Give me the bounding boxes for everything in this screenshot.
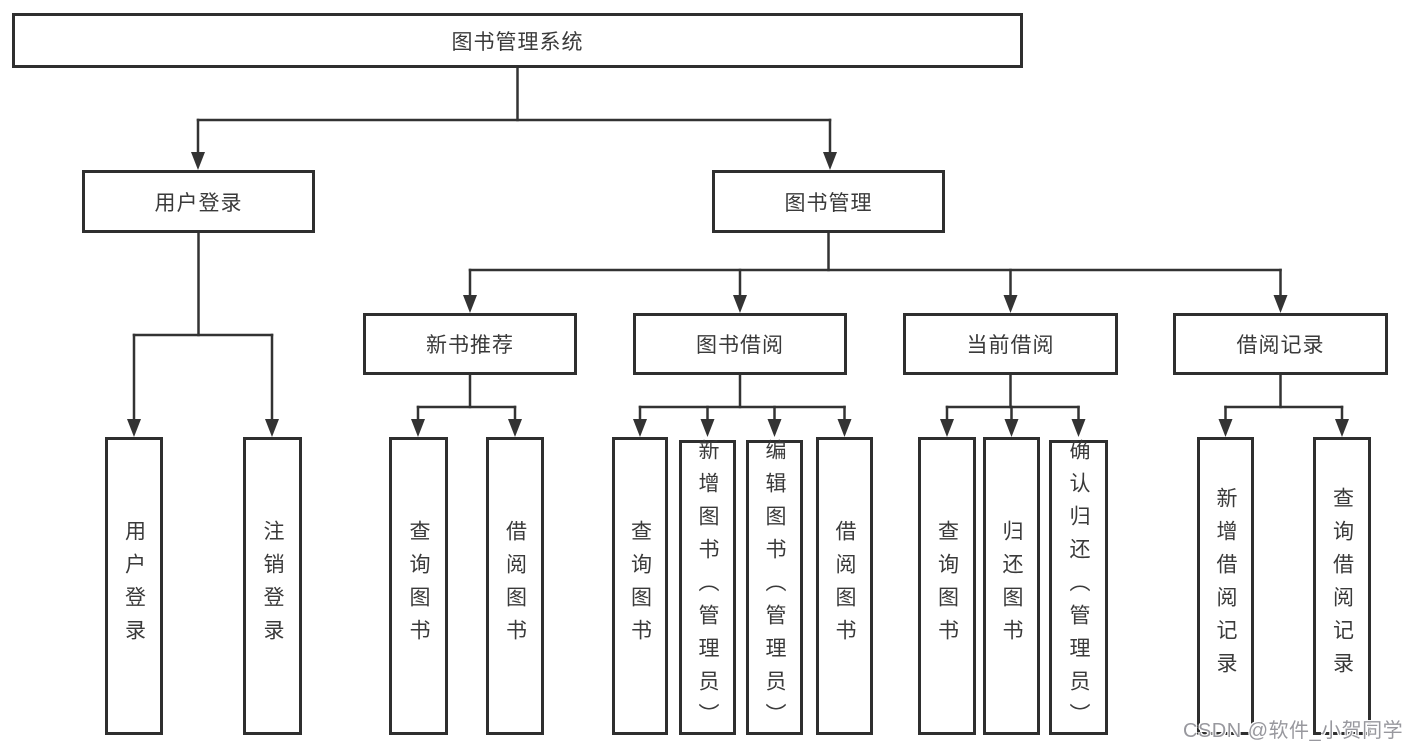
node-borrowing-records: 借阅记录 [1173, 313, 1388, 375]
leaf-query-books-recommend: 查询图书 [389, 437, 448, 735]
leaf-add-borrowing-record: 新增借阅记录 [1197, 437, 1254, 735]
leaf-add-books-admin: 新增图书（管理员） [679, 439, 736, 736]
leaf-return-books: 归还图书 [983, 437, 1040, 735]
node-label: 归还图书 [1000, 520, 1023, 652]
leaf-confirm-return-admin: 确认归还（管理员） [1049, 439, 1108, 736]
leaf-borrow-books-borrowing: 借阅图书 [816, 437, 873, 735]
node-label: 确认归还（管理员） [1067, 439, 1090, 736]
leaf-borrow-books-recommend: 借阅图书 [486, 437, 544, 735]
node-label: 编辑图书（管理员） [763, 439, 786, 736]
node-label: 借阅记录 [1236, 334, 1325, 357]
node-label: 查询图书 [935, 520, 959, 652]
node-label: 当前借阅 [966, 334, 1055, 357]
leaf-user-login: 用户登录 [105, 437, 163, 735]
node-library-management-system: 图书管理系统 [12, 13, 1023, 68]
node-label: 新增图书（管理员） [696, 439, 719, 736]
node-label: 注销登录 [261, 520, 284, 652]
node-label: 查询图书 [407, 520, 430, 652]
node-label: 图书管理系统 [451, 30, 584, 54]
node-label: 图书借阅 [696, 334, 784, 357]
leaf-query-books-current: 查询图书 [918, 437, 976, 735]
leaf-logout: 注销登录 [243, 437, 302, 735]
node-label: 用户登录 [122, 520, 146, 652]
node-book-borrowing: 图书借阅 [633, 313, 847, 375]
node-label: 新书推荐 [426, 334, 514, 357]
leaf-query-borrowing-record: 查询借阅记录 [1313, 437, 1371, 735]
node-label: 图书管理 [784, 191, 873, 215]
node-label: 新增借阅记录 [1214, 487, 1237, 685]
node-new-book-recommendation: 新书推荐 [363, 313, 577, 375]
node-label: 查询借阅记录 [1330, 487, 1354, 685]
leaf-edit-books-admin: 编辑图书（管理员） [746, 439, 803, 736]
node-user-login: 用户登录 [82, 170, 315, 233]
node-label: 用户登录 [154, 191, 243, 215]
node-label: 借阅图书 [833, 520, 856, 652]
node-book-management: 图书管理 [712, 170, 945, 233]
node-current-borrowing: 当前借阅 [903, 313, 1118, 375]
leaf-query-books-borrowing: 查询图书 [612, 437, 668, 735]
node-label: 借阅图书 [503, 520, 527, 652]
node-label: 查询图书 [628, 520, 652, 652]
watermark: CSDN @软件_小贺同学 [1183, 720, 1404, 742]
